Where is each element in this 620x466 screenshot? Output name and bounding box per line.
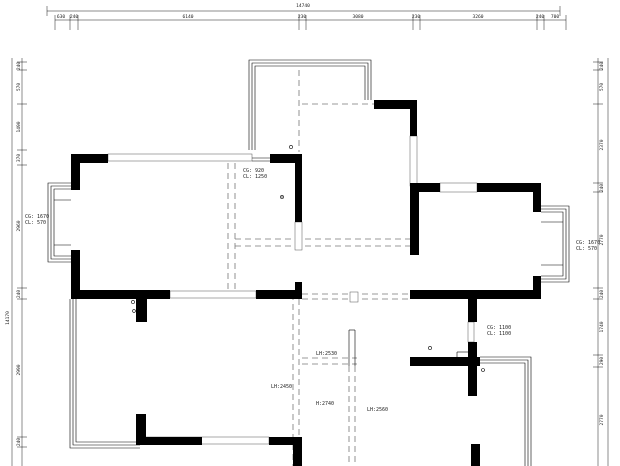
- right-dim-2: 570: [599, 83, 605, 92]
- lh-2560-label: LH:2560: [367, 407, 388, 413]
- left-dim-7: 2990: [16, 364, 22, 375]
- right-bay-window: [541, 205, 570, 283]
- top-dim-9: 700: [551, 14, 560, 20]
- top-dim-7: 3260: [472, 14, 483, 20]
- right-dim-7: 1740: [599, 321, 605, 332]
- left-bay-window: [47, 182, 71, 263]
- top-dim-5: 3080: [352, 14, 363, 20]
- right-bay-cg: CG: 1670: [576, 240, 600, 246]
- right-dim-4: 240: [599, 184, 605, 193]
- left-bay-cg: CG: 1670: [25, 214, 49, 220]
- right-dim-9: 2770: [599, 414, 605, 425]
- right-dim-8: 290: [599, 357, 605, 366]
- right-dim-3: 2370: [599, 139, 605, 150]
- left-dim-2: 570: [16, 83, 22, 92]
- top-dim-4: 230: [298, 14, 307, 20]
- window-frames: [107, 135, 478, 445]
- top-dim-8: 240: [536, 14, 545, 20]
- left-dim-1: 240: [16, 62, 22, 71]
- right-dim-5: 2770: [599, 234, 605, 245]
- right-dim-1: 240: [599, 62, 605, 71]
- right-dim-6: 240: [599, 290, 605, 299]
- left-bay-cl: CL: 570: [25, 220, 46, 226]
- left-dim-3: 1490: [16, 121, 22, 132]
- left-dim-4: 370: [16, 154, 22, 163]
- top-dim-6: 230: [412, 14, 421, 20]
- room-a-cl: CL: 1250: [243, 174, 267, 180]
- lh-2530-label: LH:2530: [316, 351, 337, 357]
- top-dim-2: 240: [70, 14, 79, 20]
- h-2740-label: H:2740: [316, 401, 334, 407]
- right-dimension-lines: [593, 58, 609, 466]
- left-dim-6: 240: [16, 290, 22, 299]
- mid-right-cg: CG: 1100: [487, 325, 511, 331]
- top-balcony-outline: [248, 59, 372, 150]
- right-bay-cl: CL: 570: [576, 246, 597, 252]
- top-dim-1: 630: [57, 14, 66, 20]
- solid-walls: [71, 100, 541, 466]
- left-dim-8: 240: [16, 438, 22, 447]
- top-dimension-lines: [46, 6, 567, 30]
- fixture-symbols: [131, 145, 485, 372]
- room-a-cg: CG: 920: [243, 168, 264, 174]
- lh-2450-label: LH:2450: [271, 384, 292, 390]
- bottom-right-balcony: [480, 356, 532, 466]
- bottom-left-balcony: [69, 299, 140, 449]
- left-dim-5: 2960: [16, 220, 22, 231]
- top-dim-3: 6140: [182, 14, 193, 20]
- mid-right-cl: CL: 1100: [487, 331, 511, 337]
- left-dimension-lines: [11, 58, 27, 466]
- left-total-dimension: 14170: [5, 311, 11, 325]
- top-total-dimension: 14740: [296, 3, 310, 9]
